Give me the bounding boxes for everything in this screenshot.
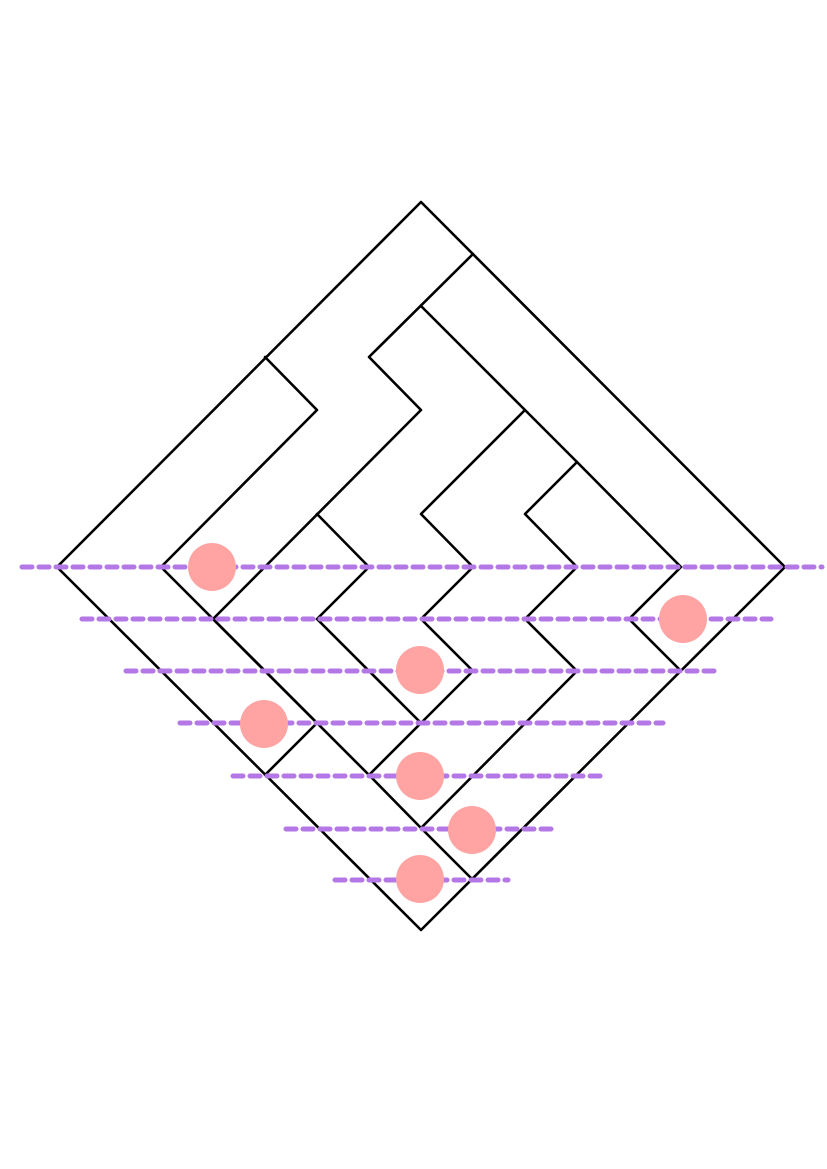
zigzag-paths: [159, 252, 683, 882]
marker: [396, 752, 444, 800]
marker: [659, 595, 707, 643]
path-4: [419, 408, 579, 882]
markers: [188, 543, 707, 903]
path-3: [367, 304, 527, 777]
marker: [448, 806, 496, 854]
marker: [188, 543, 236, 591]
marker: [396, 646, 444, 694]
marker: [396, 855, 444, 903]
diamond-outline: [55, 200, 787, 932]
marker: [240, 700, 288, 748]
path-5: [575, 460, 683, 673]
